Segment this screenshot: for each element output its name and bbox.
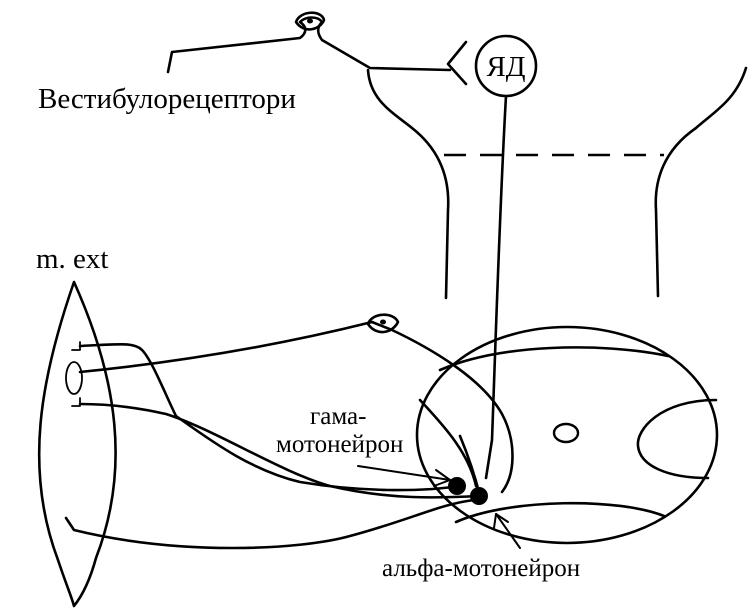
nucleus-label: ЯД <box>486 51 525 83</box>
alpha-motoneuron <box>470 487 488 505</box>
alpha-arrow <box>495 513 521 549</box>
brainstem-right-outline <box>654 66 748 298</box>
dorsal-horn-right <box>636 398 718 480</box>
receptor-ganglion <box>294 11 326 31</box>
central-canal <box>552 422 580 444</box>
alpha-efferent <box>78 402 480 499</box>
receptor-ganglion-dot <box>307 18 313 24</box>
vestibuloreceptors-label: Вестибулорецептори <box>38 83 296 115</box>
gamma-arrow-head <box>433 469 451 487</box>
gamma-label-line2: мотонейрон <box>276 431 403 458</box>
receptor-afferent-fiber <box>166 16 452 74</box>
gamma-efferent <box>78 342 462 492</box>
alpha-label: альфа-мотонейрон <box>382 555 580 582</box>
gamma-label-line1: гама- <box>310 403 366 430</box>
alpha-arrow-head <box>493 513 509 529</box>
dorsal-horn-left <box>438 346 670 372</box>
muscle-label: m. ext <box>36 243 109 275</box>
nucleus-synapse <box>446 40 468 86</box>
muscle-body <box>37 280 117 608</box>
spindle-afferent <box>78 320 514 494</box>
lower-fiber <box>64 498 476 550</box>
muscle-spindle-frame <box>71 341 81 407</box>
muscle-spindle <box>65 361 83 395</box>
descending-tract <box>484 94 508 480</box>
spinal-ganglion <box>366 313 400 334</box>
gamma-arrow <box>357 465 451 481</box>
vestibular-nucleus <box>474 34 538 98</box>
spinal-cord-section <box>415 325 719 545</box>
spinal-ganglion-dot <box>380 319 386 325</box>
ventral-horn <box>454 501 666 524</box>
brainstem-left-outline <box>366 68 450 300</box>
gamma-motoneuron <box>448 477 466 495</box>
